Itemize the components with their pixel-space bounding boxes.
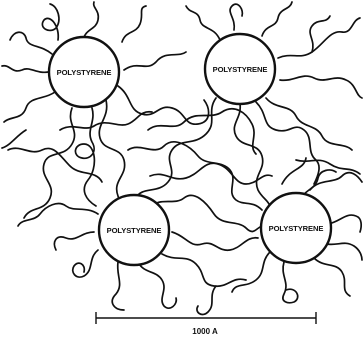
scale-bar-label: 1000 A — [192, 327, 218, 336]
polymer-chain — [265, 97, 353, 151]
domain-label: POLYSTYRENE — [213, 65, 268, 74]
polymer-chain — [3, 91, 56, 123]
polymer-chain — [149, 194, 263, 233]
polymer-chain — [281, 157, 307, 185]
polymer-chain — [17, 202, 99, 227]
polymer-chain — [185, 5, 221, 41]
polymer-chain — [59, 110, 153, 131]
scale-bar: 1000 A — [95, 312, 317, 336]
polymer-chain — [196, 285, 217, 316]
polymer-chain — [23, 107, 76, 219]
polystyrene-domain: POLYSTYRENE — [203, 32, 277, 106]
polymer-chain — [41, 3, 60, 41]
polymer-chain — [1, 129, 27, 149]
polymer-chain — [111, 261, 125, 311]
polymer-chain — [123, 51, 187, 71]
polymer-chain — [282, 261, 299, 304]
polymer-chain — [117, 85, 210, 125]
polymer-chain — [171, 231, 259, 252]
polymer-chain — [137, 261, 178, 309]
polymer-chain — [295, 159, 361, 175]
polymer-chain — [327, 214, 363, 233]
polymer-chain — [121, 5, 147, 43]
polymer-chain — [9, 31, 53, 55]
polymer-chain — [313, 257, 351, 297]
polymer-chain — [309, 171, 363, 191]
polystyrene-domain: POLYSTYRENE — [259, 191, 333, 265]
polymer-chain — [231, 251, 271, 293]
polymer-chain — [309, 15, 331, 53]
polymer-chain — [325, 242, 363, 261]
polymer-chain — [277, 17, 361, 59]
polymer-chain — [229, 3, 244, 31]
polymer-chain — [161, 253, 247, 288]
polymer-chain — [53, 231, 95, 251]
polymer-chains — [1, 1, 363, 316]
polystyrene-domain: POLYSTYRENE — [47, 35, 121, 109]
polymer-chain — [255, 101, 320, 185]
polymer-chain — [261, 1, 293, 37]
polymer-chain — [71, 249, 99, 278]
domain-label: POLYSTYRENE — [269, 224, 324, 233]
polymer-chain — [233, 103, 271, 207]
polymer-chain — [82, 1, 100, 41]
domain-label: POLYSTYRENE — [57, 68, 112, 77]
polymer-chain — [149, 162, 273, 185]
polymer-chain — [74, 107, 97, 207]
polymer-chain — [7, 147, 103, 183]
polymer-chain — [279, 75, 363, 99]
domain-label: POLYSTYRENE — [107, 226, 162, 235]
polymer-chain — [147, 107, 257, 155]
polystyrene-domain: POLYSTYRENE — [97, 193, 171, 267]
polymer-chain — [1, 64, 49, 74]
